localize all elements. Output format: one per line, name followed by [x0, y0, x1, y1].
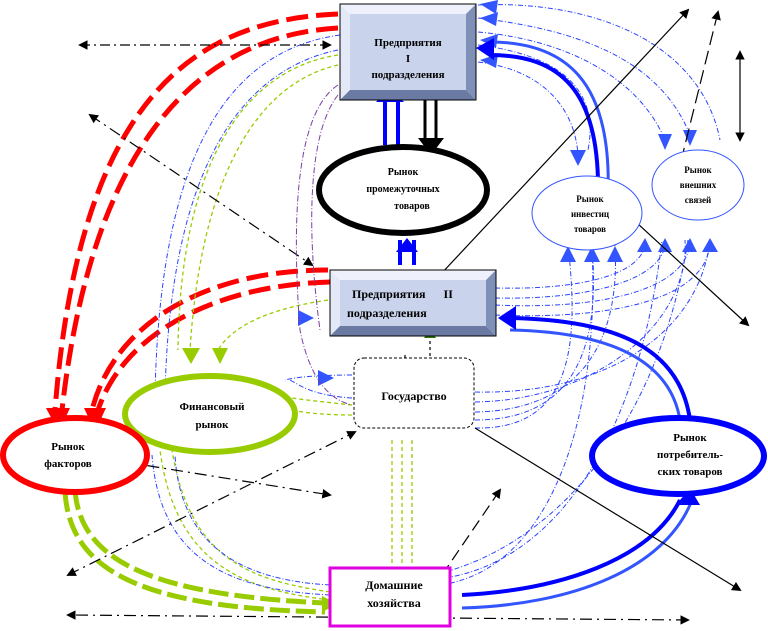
investment-market-label-2: инвестиц — [571, 209, 610, 219]
factor-market-node[interactable]: Рынок факторов — [0, 415, 150, 495]
investment-market-node[interactable]: Рынок инвестиц товаров — [531, 175, 643, 251]
intermediate-market-label-1: Рынок — [388, 167, 419, 178]
thick-blue-flows — [383, 40, 694, 610]
financial-market-label-2: рынок — [196, 419, 230, 431]
external-market-label-1: Рынок — [684, 165, 712, 175]
government-label: Государство — [381, 389, 446, 403]
consumer-market-label-1: Рынок — [673, 432, 707, 444]
red-flow-enterprises1-outer — [52, 11, 339, 411]
black-flows — [66, 8, 750, 625]
consumer-market-node[interactable]: Рынок потребитель- ских товаров — [589, 415, 767, 497]
purple-flows — [295, 84, 353, 406]
government-node[interactable]: Государство — [353, 357, 475, 429]
financial-market-node[interactable]: Финансовый рынок — [122, 373, 298, 455]
financial-market-label-1: Финансовый — [180, 401, 246, 413]
red-flow-enterprises1-inner — [59, 25, 339, 411]
investment-market-label-3: товаров — [574, 224, 606, 234]
consumer-market-label-2: потребитель- — [657, 449, 723, 461]
external-market-label-3: связей — [685, 195, 711, 205]
enterprises-2-box[interactable]: Предприятия II подразделения — [329, 269, 497, 337]
intermediate-market-label-3: товаров — [394, 201, 430, 212]
enterprises-1-label-3: подразделения — [371, 69, 444, 81]
red-flows — [52, 11, 339, 411]
external-market-label-2: внешних — [680, 180, 717, 190]
external-market-node[interactable]: Рынок внешних связей — [651, 149, 745, 221]
enterprises-1-box[interactable]: Предприятия I подразделения — [339, 3, 477, 101]
households-label-1: Домашние — [365, 578, 423, 592]
enterprises-1-label-1: Предприятия — [374, 37, 441, 49]
intermediate-market-label-2: промежуточных — [366, 184, 439, 195]
households-label-2: хозяйства — [367, 596, 420, 610]
green-heavy-flows — [62, 489, 326, 615]
red-flow-enterprises2-inner — [95, 279, 331, 411]
factor-market-label-2: факторов — [44, 458, 92, 470]
red-flow-enterprises2-outer — [89, 267, 329, 411]
factor-market-label-1: Рынок — [51, 441, 85, 453]
enterprises-2-label-1: Предприятия II — [352, 287, 453, 301]
intermediate-market-node[interactable]: Рынок промежуточных товаров — [316, 144, 490, 236]
investment-market-label-1: Рынок — [576, 194, 604, 204]
households-node[interactable]: Домашние хозяйства — [328, 566, 452, 628]
enterprises-1-label-2: I — [406, 53, 410, 65]
enterprises-2-label-2: подразделения — [347, 306, 427, 320]
consumer-market-label-3: ских товаров — [657, 466, 722, 478]
